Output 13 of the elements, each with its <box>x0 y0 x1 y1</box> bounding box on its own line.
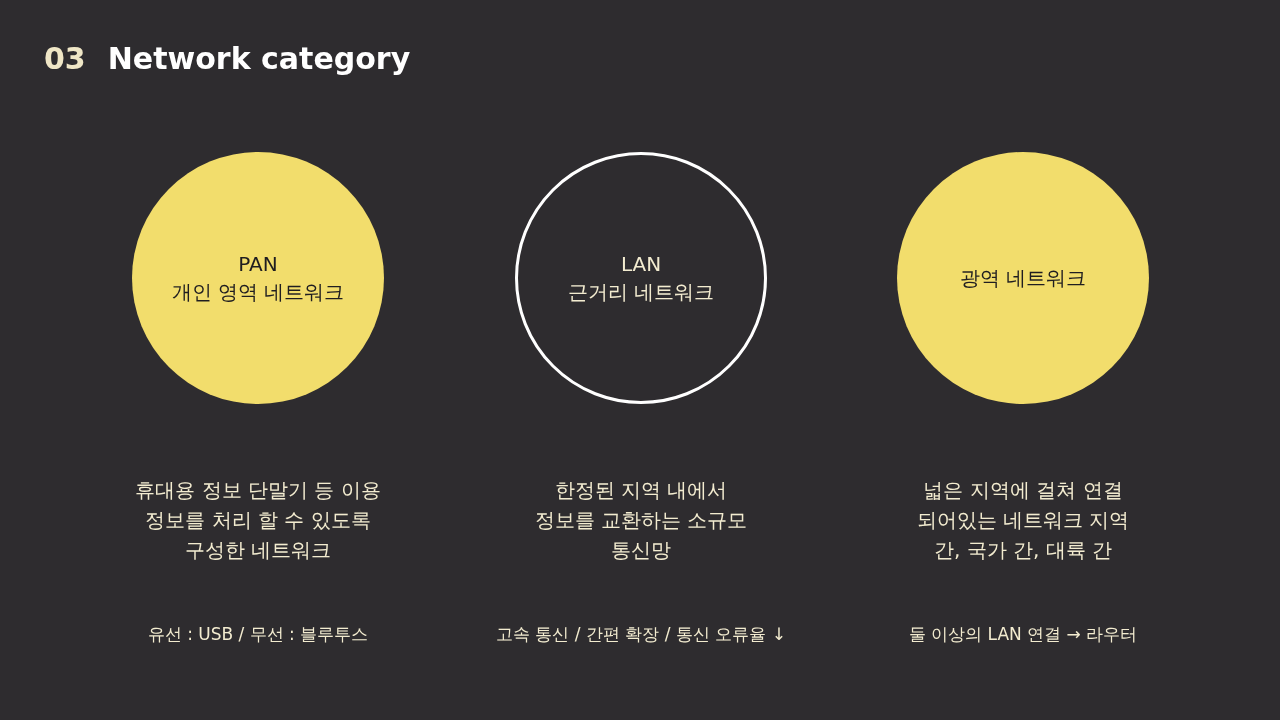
feature-note: 둘 이상의 LAN 연결 → 라우터 <box>907 623 1139 646</box>
circle-label: 근거리 네트워크 <box>567 279 715 306</box>
circle-label: 개인 영역 네트워크 <box>171 279 345 306</box>
circle-label: 광역 네트워크 <box>959 265 1087 292</box>
description-text: 한정된 지역 내에서 정보를 교환하는 소규모 통신망 <box>533 477 749 564</box>
section-number: 03 <box>44 40 86 78</box>
feature-note: 유선 : USB / 무선 : 블루투스 <box>146 623 370 646</box>
circle-label: PAN <box>238 251 278 278</box>
description-text: 휴대용 정보 단말기 등 이용 정보를 처리 할 수 있도록 구성한 네트워크 <box>134 477 382 564</box>
circle-label: LAN <box>620 251 662 278</box>
description-text: 넓은 지역에 걸쳐 연결 되어있는 네트워크 지역 간, 국가 간, 대륙 간 <box>915 477 1131 564</box>
title: Network category <box>107 40 411 78</box>
feature-note: 고속 통신 / 간편 확장 / 통신 오류율 ↓ <box>495 623 787 646</box>
